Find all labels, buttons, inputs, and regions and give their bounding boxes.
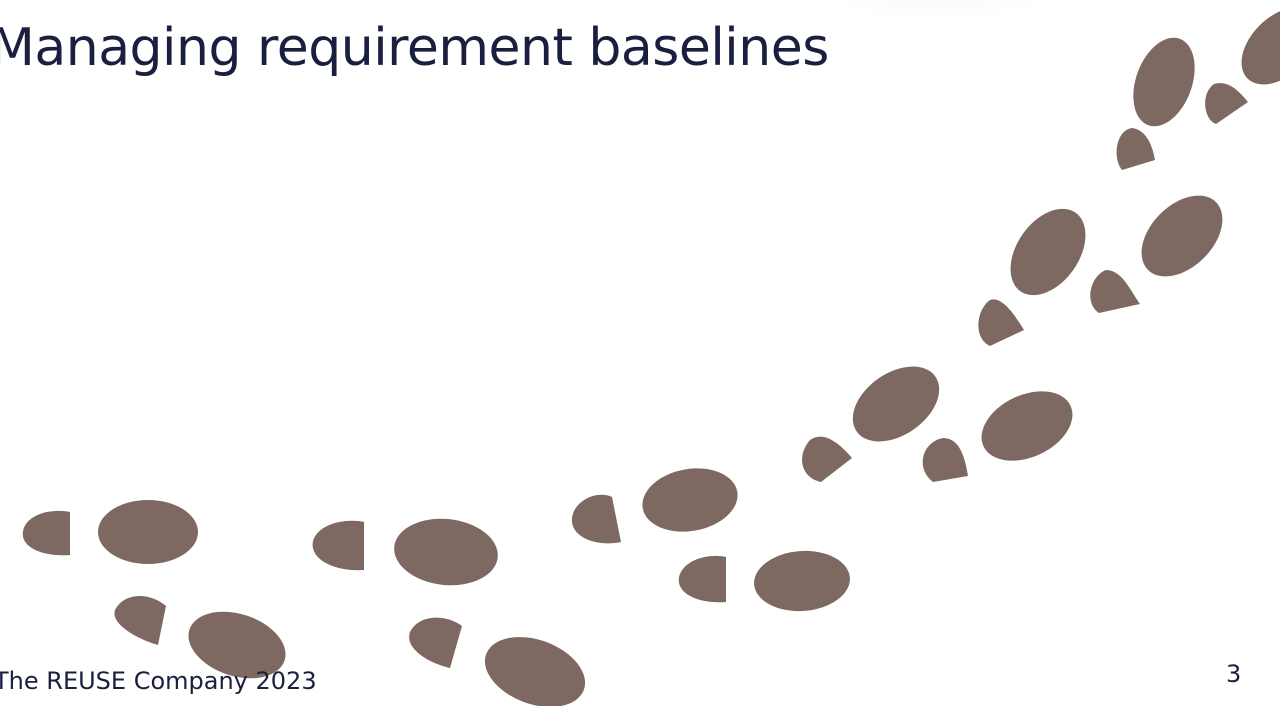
footprint-heel [1090,270,1140,313]
footprint-sole [852,366,940,442]
footprint-heel [1205,83,1248,124]
footprint-heel [114,595,166,645]
footprint-sole [394,518,498,586]
footprint-sole [484,637,586,706]
footprint-heel [678,555,726,603]
footprint-sole [1241,7,1280,85]
footer-copyright: The REUSE Company 2023 [0,667,317,695]
footprint-sole [642,468,738,532]
footprint-heel [1116,128,1155,170]
footprint-heel [312,520,364,571]
footprint-sole [1141,195,1223,277]
footprint-heel [22,510,71,556]
footprint-sole [1133,37,1195,127]
footprint-sole [754,550,850,612]
footprint-heel [922,438,968,482]
footprint-heel [571,494,621,544]
footprint-trail [22,7,1280,706]
footprint-sole [1010,208,1086,296]
footprint-heel [802,436,852,482]
footprint-heel [409,617,462,668]
footprint-sole [188,611,286,679]
footprint-heel [978,299,1024,346]
page-number: 3 [1226,660,1242,688]
slide-title: Managing requirement baselines [0,18,829,78]
footprint-sole [98,500,198,564]
footprint-sole [981,391,1073,461]
